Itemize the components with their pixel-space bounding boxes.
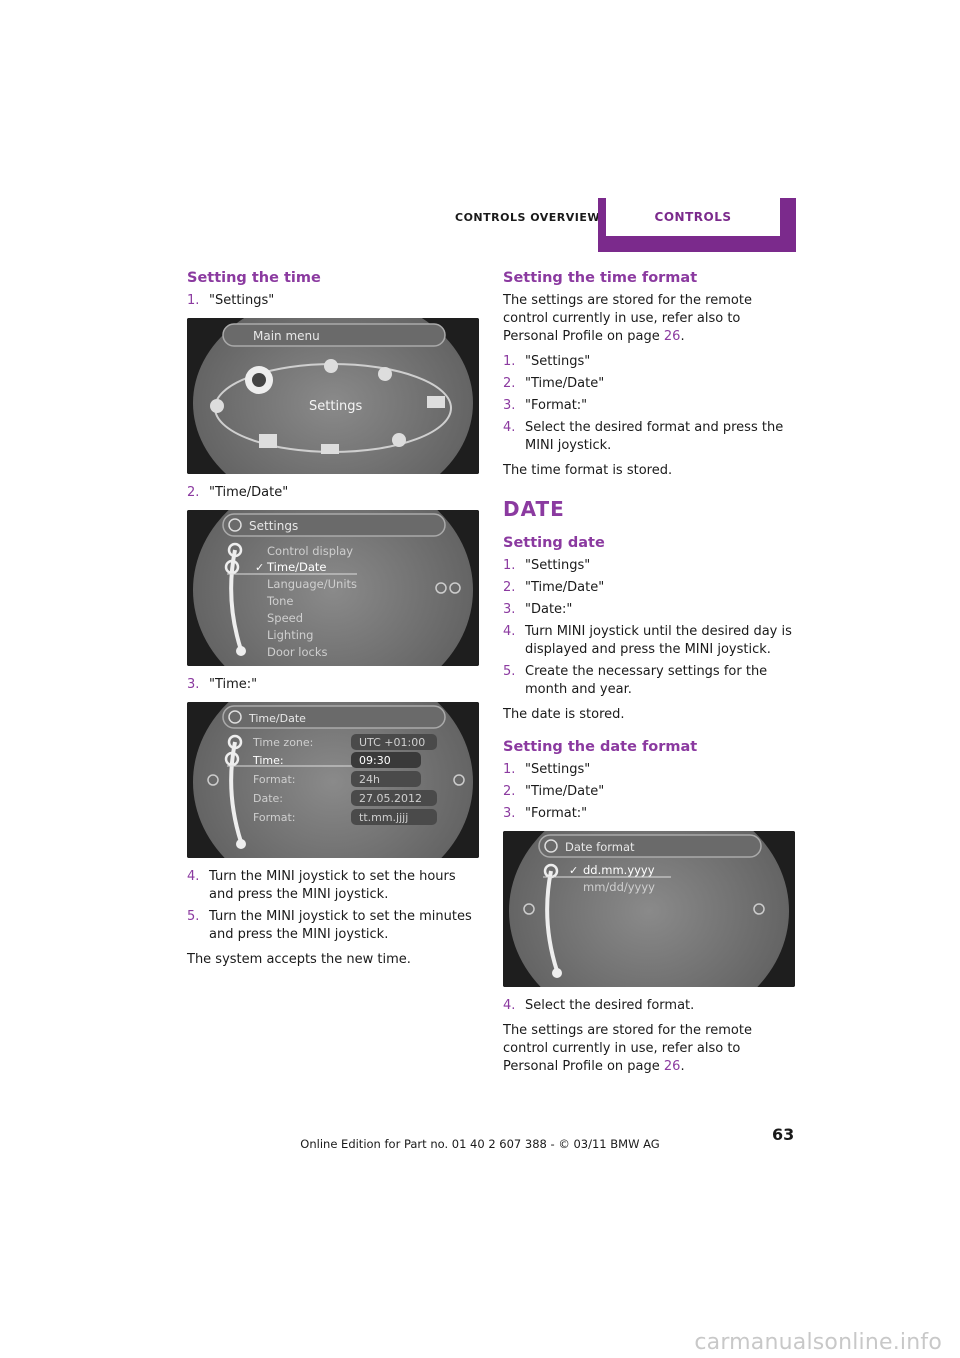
step-item: 1."Settings" [503, 558, 591, 573]
main-menu-screenshot: Main menu Settings [187, 318, 479, 474]
step-number: 1. [503, 762, 516, 777]
menu-item: Speed [267, 611, 303, 625]
step-number: 2. [187, 485, 200, 500]
step-number: 2. [503, 580, 516, 595]
step-number: 1. [503, 354, 516, 369]
section-title: Setting the date format [503, 739, 698, 755]
screen-header: Time/Date [248, 712, 306, 725]
step-item: 2."Time/Date" [187, 485, 289, 500]
setting-label: Format: [253, 773, 295, 786]
check-icon: ✓ [255, 561, 264, 574]
step-number: 3. [503, 602, 516, 617]
step-number: 1. [187, 293, 200, 308]
step-number: 5. [503, 664, 516, 679]
step-number: 2. [503, 784, 516, 799]
closing-text: The settings are stored for the remote c… [503, 1023, 752, 1074]
screen-label: Settings [309, 399, 363, 414]
settings-screenshot: Settings Control display Time/Date Langu… [187, 510, 479, 666]
footer-text: Online Edition for Part no. 01 40 2 607 … [300, 1137, 660, 1151]
step-item: 2."Time/Date" [503, 580, 605, 595]
setting-value: UTC +01:00 [359, 736, 425, 749]
step-item: 3."Format:" [503, 398, 588, 413]
setting-label: Time: [252, 754, 284, 767]
closing-text: The system accepts the new time. [187, 952, 411, 967]
menu-item: Door locks [267, 645, 328, 659]
section-header: CONTROLS OVERVIEW [455, 211, 601, 224]
section-title: Setting date [503, 535, 605, 551]
setting-label: Format: [253, 811, 295, 824]
page-link[interactable]: 26 [663, 329, 681, 344]
chapter-tab: CONTROLS [598, 198, 796, 252]
step-item: 1."Settings" [187, 293, 275, 308]
menu-item: Tone [266, 594, 293, 608]
step-number: 4. [503, 998, 516, 1013]
screen-header: Main menu [253, 329, 320, 343]
step-number: 1. [503, 558, 516, 573]
step-number: 5. [187, 909, 200, 924]
step-item: 4.Turn the MINI joystick to set the hour… [187, 869, 456, 902]
format-option: mm/dd/yyyy [583, 880, 655, 894]
step-item: 4.Select the desired format. [503, 998, 695, 1013]
step-item: 2."Time/Date" [503, 376, 605, 391]
step-number: 3. [503, 806, 516, 821]
step-item: 2."Time/Date" [503, 784, 605, 799]
step-item: 4.Turn MINI joystick until the desired d… [503, 624, 792, 657]
closing-text: The date is stored. [503, 707, 625, 722]
setting-value: tt.mm.jjjj [359, 811, 408, 824]
right-column: Setting the time format The settings are… [503, 270, 795, 1083]
menu-item: Language/Units [267, 577, 357, 591]
step-item: 1."Settings" [503, 762, 591, 777]
step-number: 2. [503, 376, 516, 391]
step-item: 3."Format:" [503, 806, 588, 821]
menu-item-selected: Time/Date [266, 560, 327, 574]
setting-label: Date: [253, 792, 283, 805]
chapter-heading: DATE [503, 497, 565, 521]
step-number: 4. [503, 624, 516, 639]
setting-label: Time zone: [252, 736, 313, 749]
step-number: 4. [503, 420, 516, 435]
time-date-screenshot: Time/Date Time zone: Time: Format: Date:… [187, 702, 479, 858]
step-number: 4. [187, 869, 200, 884]
watermark: carmanualsonline.info [694, 1330, 942, 1355]
section-title: Setting the time format [503, 270, 698, 286]
menu-item: Lighting [267, 628, 313, 642]
step-item: 5.Turn the MINI joystick to set the minu… [187, 909, 472, 942]
format-option-selected: dd.mm.yyyy [583, 863, 655, 877]
date-format-screenshot: Date format ✓ dd.mm.yyyy mm/dd/yyyy [503, 831, 795, 987]
step-item: 3."Date:" [503, 602, 573, 617]
left-column: Setting the time 1."Settings" Main menu … [187, 270, 479, 976]
step-item: 3."Time:" [187, 677, 258, 692]
setting-value: 09:30 [359, 754, 391, 767]
chapter-tab-label: CONTROLS [606, 198, 780, 236]
section-title: Setting the time [187, 270, 321, 286]
check-icon: ✓ [569, 864, 578, 877]
setting-value: 27.05.2012 [359, 792, 422, 805]
screen-header: Date format [565, 840, 635, 854]
step-item: 5.Create the necessary settings for the … [503, 664, 768, 697]
page-number: 63 [772, 1125, 795, 1144]
page-link[interactable]: 26 [663, 1059, 681, 1074]
step-item: 1."Settings" [503, 354, 591, 369]
setting-value: 24h [359, 773, 380, 786]
step-item: 4.Select the desired format and press th… [503, 420, 784, 453]
menu-item: Control display [267, 544, 353, 558]
screen-header: Settings [249, 519, 298, 533]
step-number: 3. [187, 677, 200, 692]
closing-text: The time format is stored. [503, 463, 673, 478]
intro-text: The settings are stored for the remote c… [503, 293, 752, 344]
step-number: 3. [503, 398, 516, 413]
